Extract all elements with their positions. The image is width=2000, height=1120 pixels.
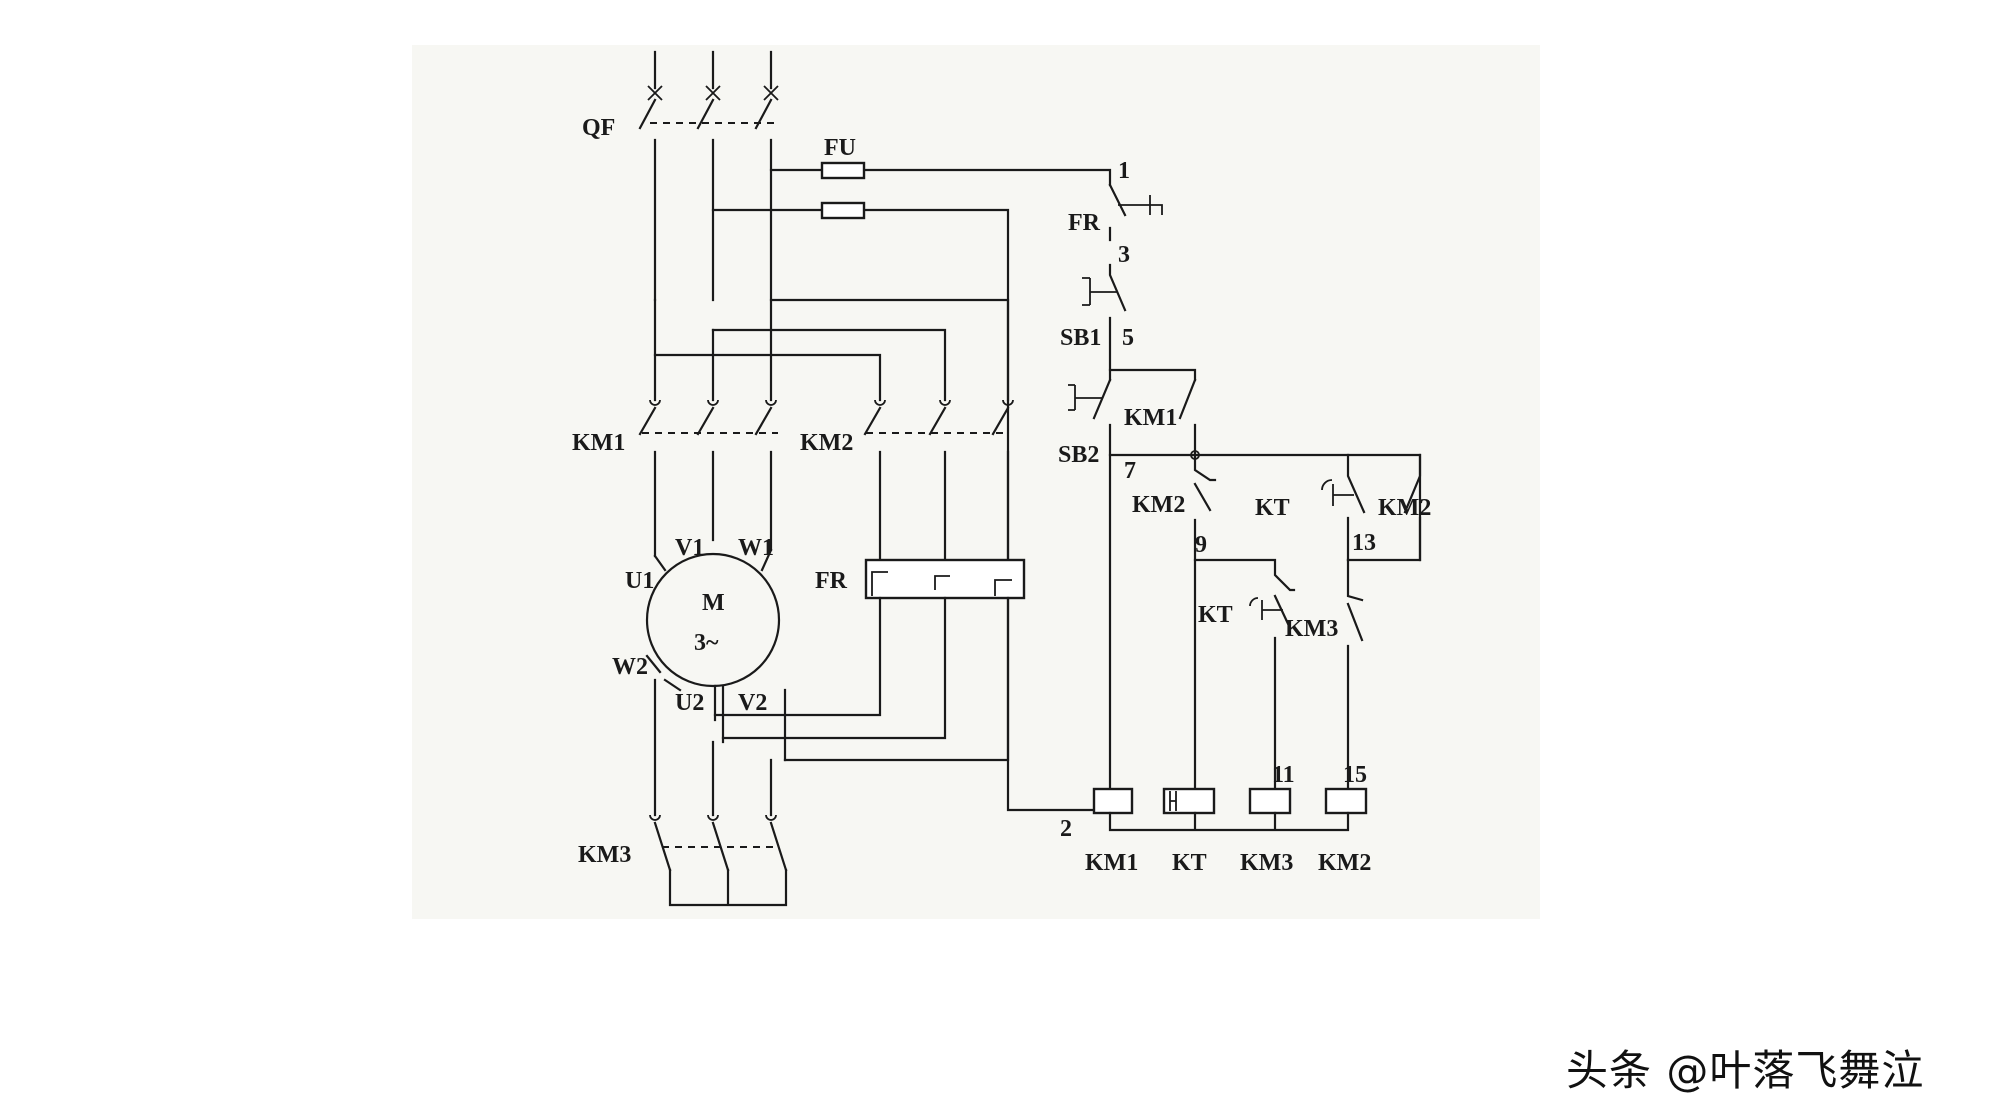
km3-coil [1248,787,1292,815]
km2-nc-label: KM2 [1132,492,1185,518]
coil-kt-label: KT [1172,850,1207,876]
u1-label: U1 [625,568,654,594]
km2-nc-interlock [1193,453,1217,800]
control-fuses [711,161,1127,812]
node-7-label: 7 [1124,458,1136,484]
node-11-label: 11 [1272,762,1295,788]
wiring-diagram: QF FU KM1 KM [572,50,1431,907]
w2-label: W2 [612,654,648,680]
motor-m-label: M [702,590,725,616]
km2-power-label: KM2 [800,430,853,456]
kt-no-and-km2-no [1321,453,1422,562]
coil-km2-label: KM2 [1318,850,1371,876]
km1-power-label: KM1 [572,430,625,456]
qf-breaker [638,98,778,302]
motor [645,548,787,762]
v2-label: V2 [738,690,767,716]
km2-coil [1324,787,1368,815]
line-terminals [647,50,779,101]
km1-coil [1092,787,1134,815]
diagram-panel: QF FU KM1 KM [412,45,1540,919]
power-wiring [653,298,1010,402]
km1-main-contacts [638,399,778,558]
kt-nc-and-km3-nc [1193,558,1364,800]
km2-no-label: KM2 [1378,495,1431,521]
u2-label: U2 [675,690,704,716]
km1-contact-label: KM1 [1124,405,1177,431]
node-5-label: 5 [1122,325,1134,351]
fr-thermal-element [713,558,1026,762]
watermark-text: 头条 @叶落飞舞泣 [1566,1046,1925,1095]
fu-label: FU [824,135,856,161]
v1-label: V1 [675,535,704,561]
node-2-label: 2 [1060,816,1072,842]
fr-power-label: FR [815,568,848,594]
coils [1092,787,1368,832]
km3-nc-label: KM3 [1285,616,1338,642]
kt-nc-label: KT [1198,602,1233,628]
control-circuit: 1 FR 3 SB1 5 SB2 KM1 7 KM2 9 [1058,158,1431,876]
w1-label: W1 [738,535,774,561]
km2-main-contacts [863,399,1014,562]
node-9-label: 9 [1195,532,1207,558]
node-3-label: 3 [1118,242,1130,268]
motor-phase-label: 3~ [694,630,719,656]
fr-nc-contact [1108,183,1163,242]
sb2-start-and-km1-hold [1068,368,1422,800]
coil-km3-label: KM3 [1240,850,1293,876]
sb2-label: SB2 [1058,442,1099,468]
qf-label: QF [582,115,615,141]
sb1-label: SB1 [1060,325,1101,351]
kt-no-label: KT [1255,495,1290,521]
node-1-label: 1 [1118,158,1130,184]
power-circuit: QF FU KM1 KM [572,50,1127,907]
node-13-label: 13 [1352,530,1376,556]
fr-control-label: FR [1068,210,1101,236]
km3-power-label: KM3 [578,842,631,868]
node-15-label: 15 [1343,762,1367,788]
coil-km1-label: KM1 [1085,850,1138,876]
km3-main-contacts [649,678,788,907]
sb1-stop-button [1082,263,1127,372]
